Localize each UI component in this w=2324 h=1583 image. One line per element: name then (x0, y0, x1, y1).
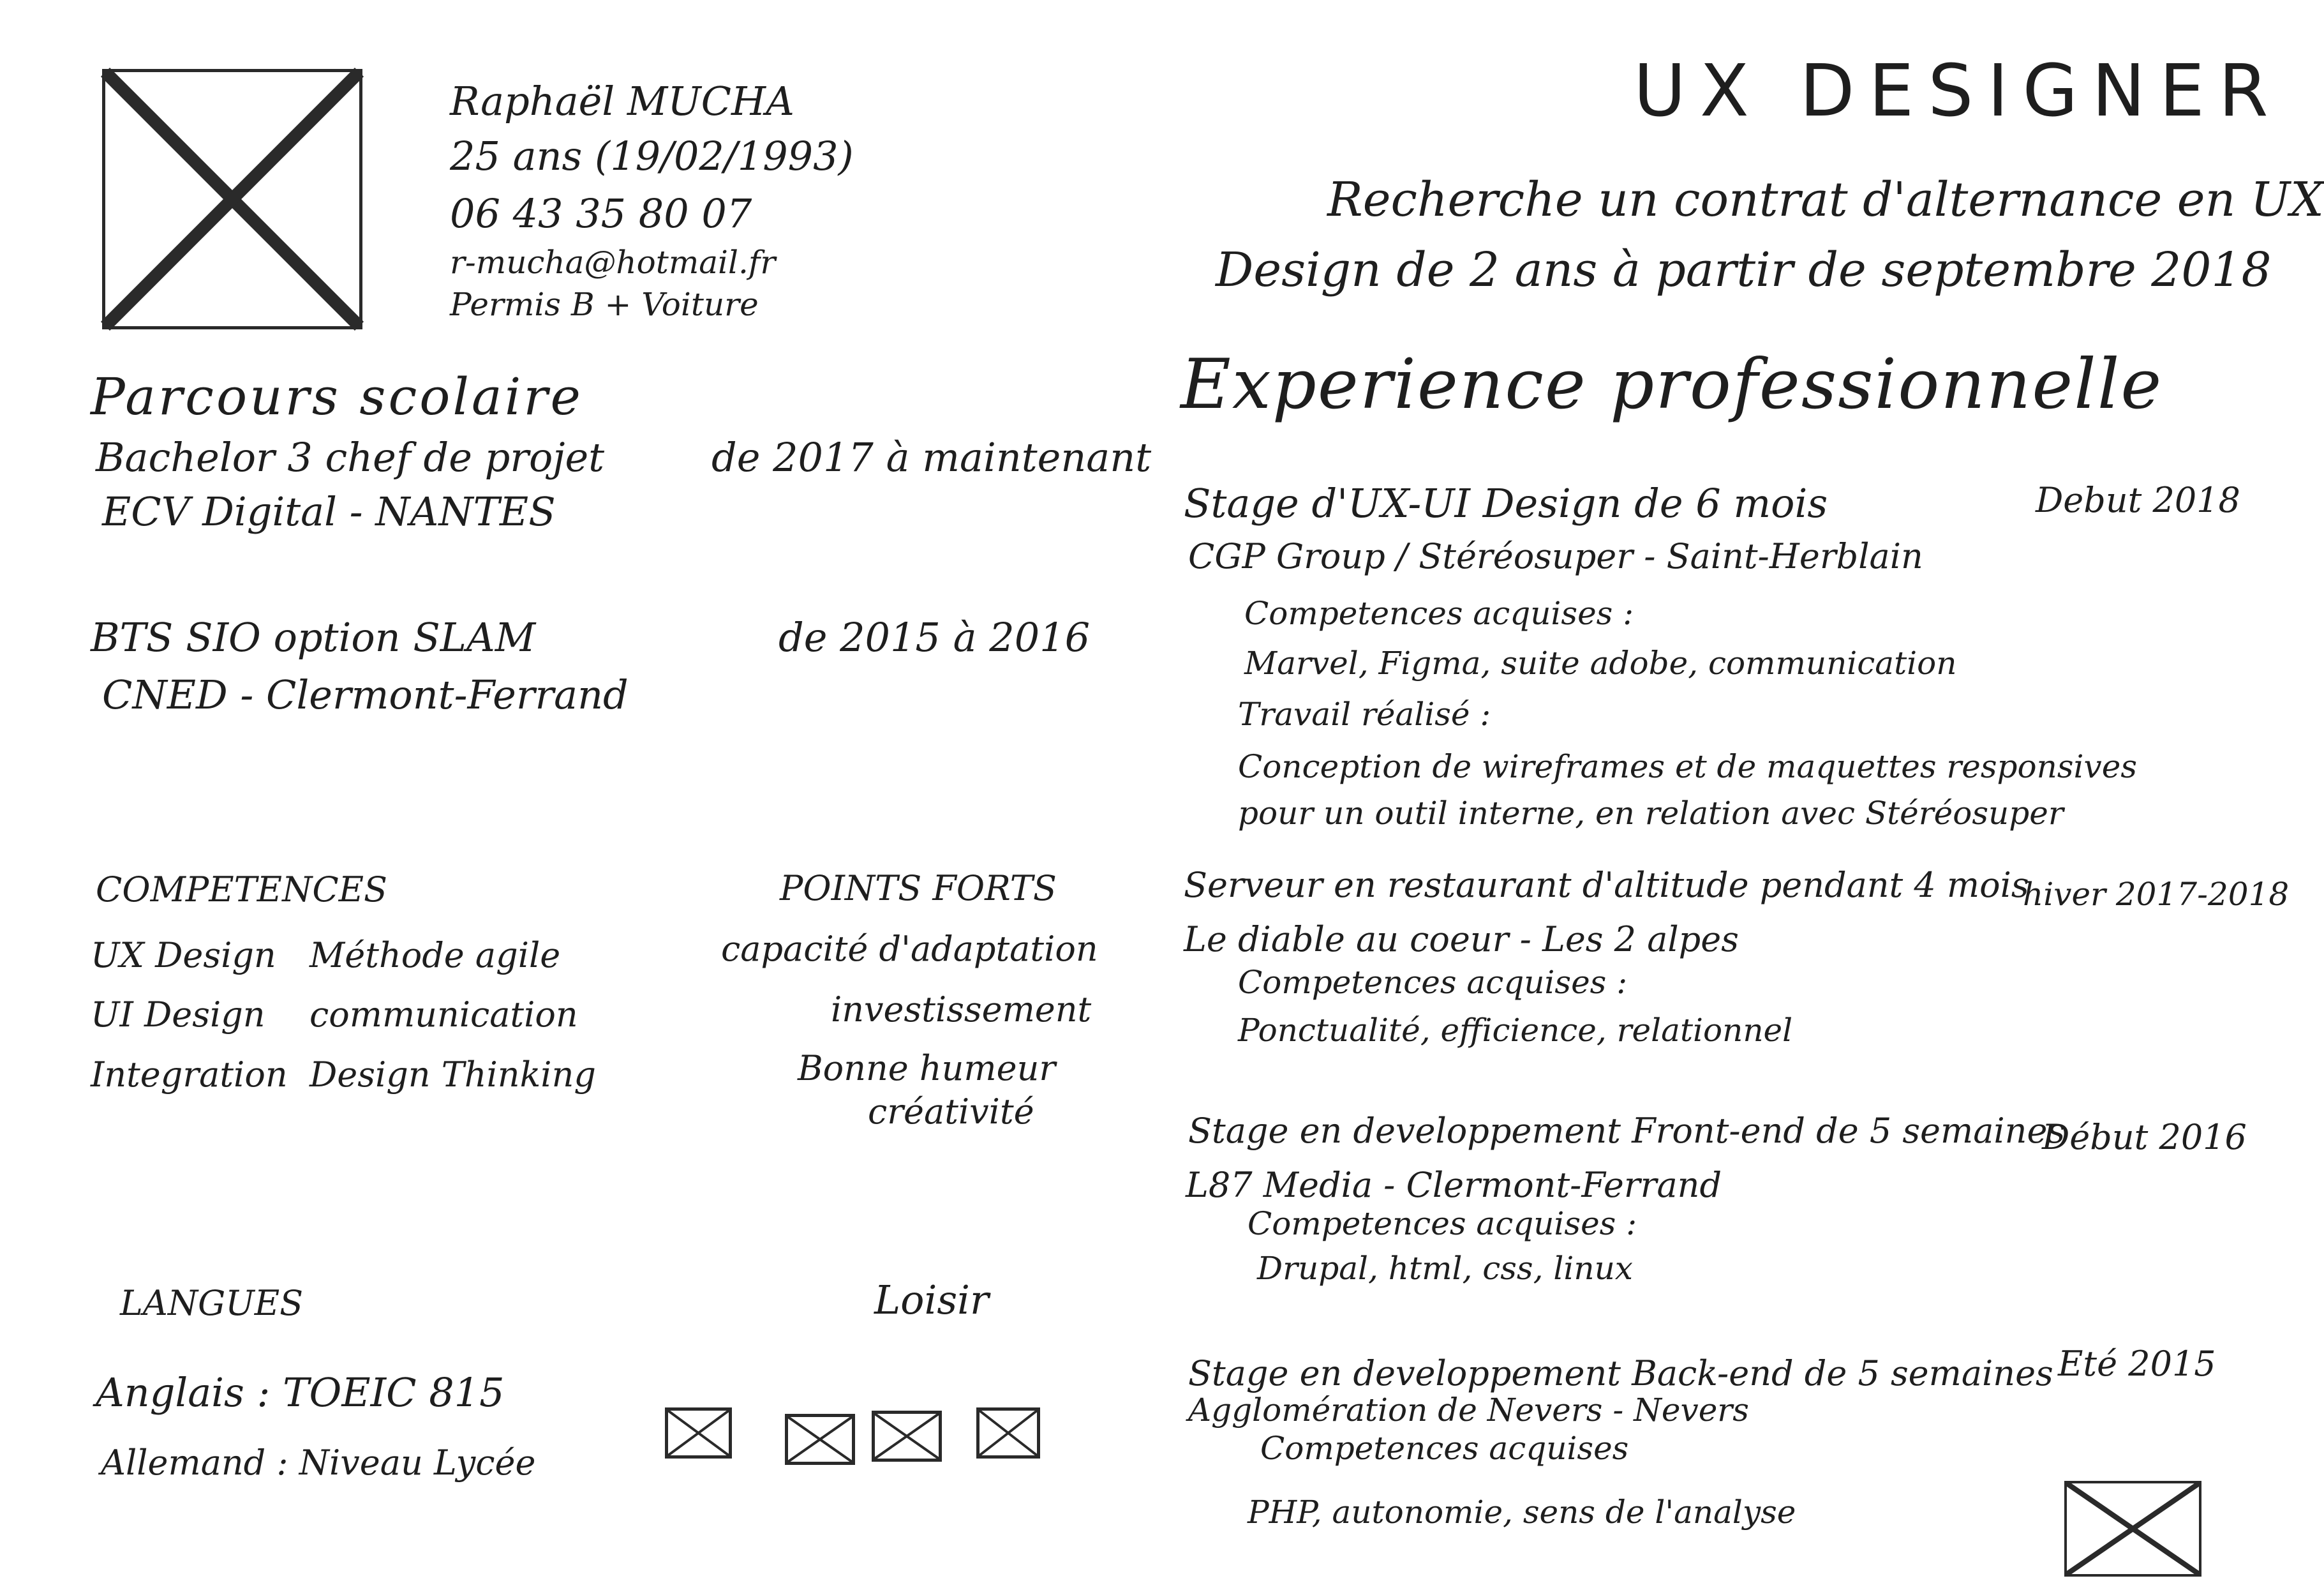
strength-item: Bonne humeur (798, 1048, 1056, 1088)
job-3-date: Début 2016 (2042, 1117, 2247, 1157)
profile-name: Raphaël MUCHA (450, 78, 794, 124)
job-1-line: pour un outil interne, en relation avec … (1238, 795, 2064, 832)
education-heading: Parcours scolaire (91, 367, 583, 426)
profile-age: 25 ans (19/02/1993) (450, 133, 854, 179)
job-2-line: Competences acquises : (1238, 964, 1628, 1001)
job-2-line: Ponctualité, efficience, relationnel (1238, 1012, 1793, 1049)
skills-heading: COMPETENCES (96, 869, 388, 910)
hobby-image-placeholder (872, 1411, 942, 1462)
subtitle-line-1: Recherche un contrat d'alternance en UX (1327, 172, 2324, 227)
language-item: Allemand : Niveau Lycée (101, 1443, 536, 1483)
job-2-company: Le diable au coeur - Les 2 alpes (1184, 919, 1739, 959)
profile-phone: 06 43 35 80 07 (450, 190, 752, 237)
education-item-2-title: BTS SIO option SLAM (91, 614, 536, 661)
subtitle-line-2: Design de 2 ans à partir de septembre 20… (1216, 243, 2272, 297)
skill-item: UX Design (91, 935, 276, 975)
job-title: UX DESIGNER (1634, 50, 2283, 133)
job-1-line: Marvel, Figma, suite adobe, communicatio… (1244, 645, 1957, 682)
strength-item: créativité (868, 1092, 1034, 1132)
skill-item: communication (309, 994, 578, 1035)
hobby-image-placeholder (785, 1414, 855, 1465)
hobbies-heading: Loisir (874, 1277, 989, 1323)
strength-item: capacité d'adaptation (721, 929, 1098, 969)
profile-email: r-mucha@hotmail.fr (450, 244, 776, 281)
job-3-line: Drupal, html, css, linux (1257, 1250, 1633, 1287)
image-placeholder-icon (100, 67, 364, 331)
job-4-company: Agglomération de Nevers - Nevers (1188, 1392, 1749, 1429)
job-3-title: Stage en developpement Front-end de 5 se… (1188, 1111, 2066, 1151)
education-item-1-title: Bachelor 3 chef de projet (96, 434, 605, 481)
job-4-line: PHP, autonomie, sens de l'analyse (1248, 1494, 1796, 1531)
image-placeholder-icon (667, 1409, 730, 1457)
image-placeholder-icon (874, 1413, 940, 1460)
skill-item: Méthode agile (309, 935, 561, 975)
profile-photo-placeholder (100, 67, 364, 331)
languages-heading: LANGUES (120, 1283, 304, 1323)
job-1-line: Conception de wireframes et de maquettes… (1238, 748, 2138, 785)
job-1-title: Stage d'UX-UI Design de 6 mois (1184, 480, 1828, 527)
language-item: Anglais : TOEIC 815 (96, 1369, 505, 1416)
job-4-title: Stage en developpement Back-end de 5 sem… (1188, 1353, 2053, 1393)
job-4-date: Eté 2015 (2058, 1344, 2216, 1384)
job-2-date: hiver 2017-2018 (2023, 876, 2290, 913)
education-item-1-place: ECV Digital - NANTES (102, 488, 556, 535)
strength-item: investissement (831, 989, 1092, 1030)
experience-heading: Experience professionnelle (1181, 345, 2163, 424)
skill-item: UI Design (91, 994, 265, 1035)
skill-item: Integration (91, 1054, 288, 1095)
job-1-date: Debut 2018 (2036, 480, 2240, 520)
education-item-1-period: de 2017 à maintenant (711, 434, 1152, 481)
cv-sheet: Raphaël MUCHA 25 ans (19/02/1993) 06 43 … (91, 50, 2324, 1577)
image-placeholder-icon (2064, 1482, 2201, 1576)
image-placeholder-icon (978, 1409, 1038, 1457)
hobby-image-placeholder (665, 1407, 732, 1459)
image-placeholder-icon (787, 1416, 853, 1463)
footer-image-placeholder (2064, 1481, 2201, 1577)
job-1-line: Competences acquises : (1244, 595, 1634, 632)
strengths-heading: POINTS FORTS (780, 868, 1057, 908)
job-2-title: Serveur en restaurant d'altitude pendant… (1184, 865, 2029, 905)
job-4-line: Competences acquises (1260, 1430, 1629, 1467)
skill-item: Design Thinking (309, 1054, 596, 1095)
profile-license: Permis B + Voiture (450, 286, 759, 323)
hobby-image-placeholder (976, 1407, 1040, 1459)
job-1-company: CGP Group / Stéréosuper - Saint-Herblain (1188, 536, 1923, 576)
job-3-line: Competences acquises : (1248, 1205, 1637, 1242)
job-3-company: L87 Media - Clermont-Ferrand (1186, 1165, 1722, 1205)
job-1-line: Travail réalisé : (1238, 696, 1491, 733)
education-item-2-period: de 2015 à 2016 (778, 614, 1091, 661)
education-item-2-place: CNED - Clermont-Ferrand (102, 671, 629, 718)
